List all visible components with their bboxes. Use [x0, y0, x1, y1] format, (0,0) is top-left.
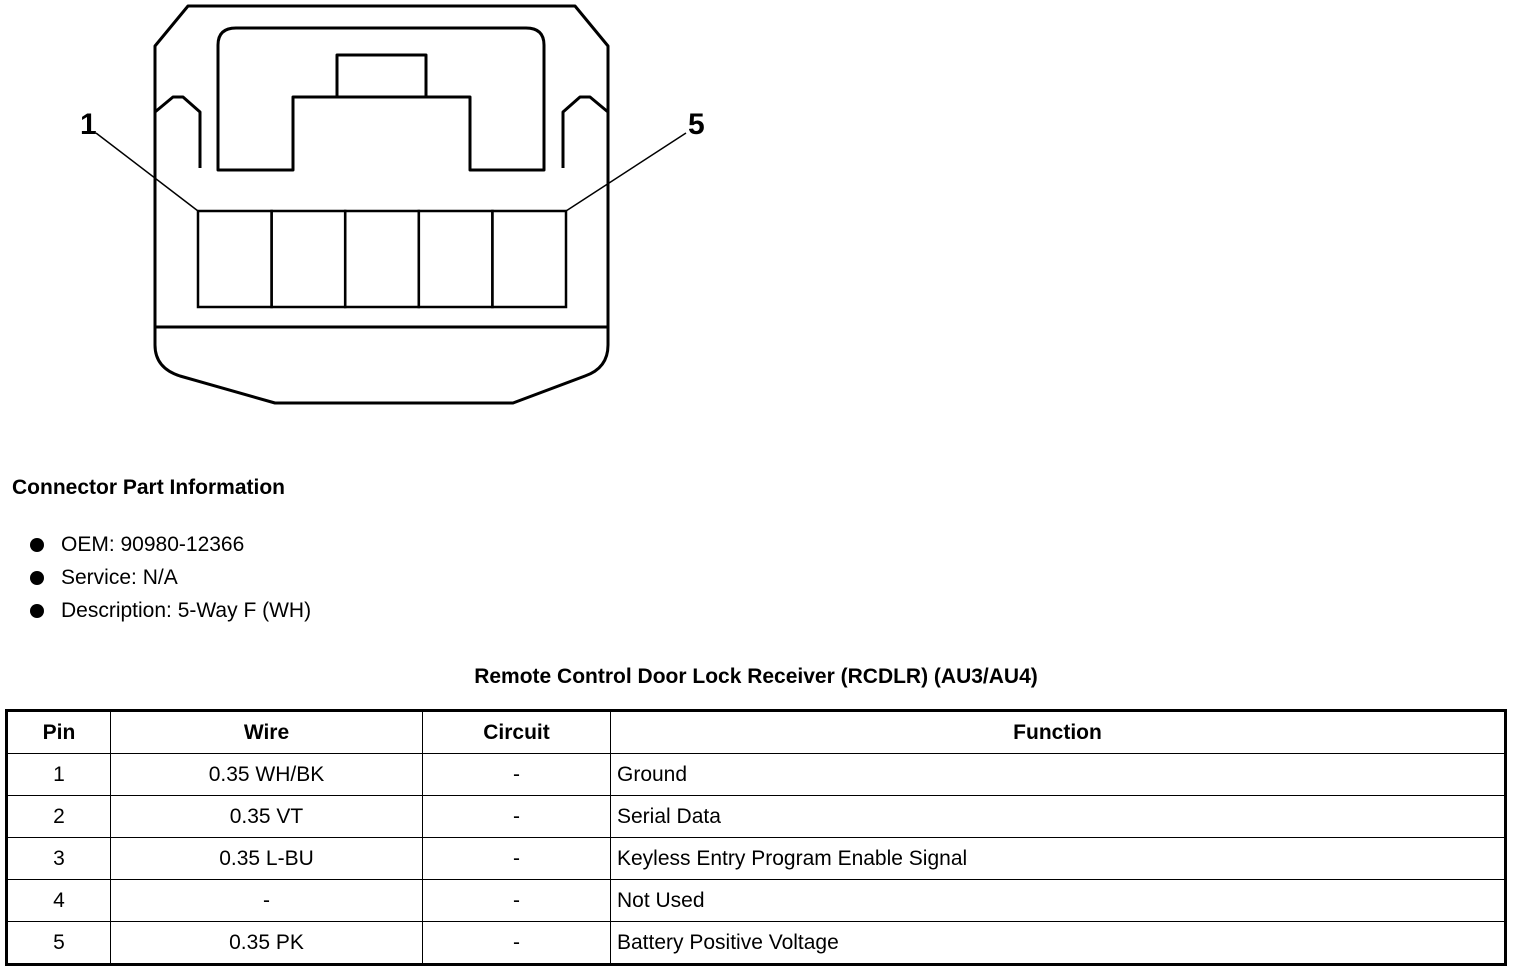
cell-circuit: - [422, 837, 611, 880]
cell-pin: 4 [6, 879, 111, 922]
callout-label-pin-1: 1 [80, 108, 97, 141]
bullet-dot-icon [30, 538, 44, 552]
table-row: 1 0.35 WH/BK - Ground [6, 753, 1506, 796]
header-circuit: Circuit [422, 710, 611, 754]
table-row: 3 0.35 L-BU - Keyless Entry Program Enab… [6, 837, 1506, 880]
cell-pin: 3 [6, 837, 111, 880]
part-info-oem: OEM: 90980-12366 [61, 533, 245, 556]
cell-wire: 0.35 VT [110, 795, 423, 838]
part-info-service: Service: N/A [61, 566, 178, 589]
cell-function: Battery Positive Voltage [610, 921, 1506, 965]
callout-label-pin-5: 5 [688, 108, 705, 141]
table-row: 4 - - Not Used [6, 879, 1506, 922]
cell-function: Not Used [610, 879, 1506, 922]
connector-face-diagram: 1 5 [80, 4, 705, 405]
cell-wire: 0.35 PK [110, 921, 423, 965]
cell-function: Ground [610, 753, 1506, 796]
table-header-row: Pin Wire Circuit Function [6, 710, 1506, 754]
bullet-dot-icon [30, 604, 44, 618]
lock-window-outline [216, 26, 546, 172]
cell-circuit: - [422, 753, 611, 796]
terminal-cavity-3 [343, 209, 421, 309]
cell-circuit: - [422, 795, 611, 838]
terminal-cavity-row [196, 209, 568, 309]
callout-leader-pin-1 [95, 132, 199, 212]
part-info-title: Connector Part Information [12, 476, 286, 499]
cell-circuit: - [422, 879, 611, 922]
bullet-dot-icon [30, 571, 44, 585]
part-info-item: OEM: 90980-12366 [28, 530, 311, 563]
table-caption: Remote Control Door Lock Receiver (RCDLR… [474, 665, 1038, 688]
cell-pin: 5 [6, 921, 111, 965]
cell-wire: - [110, 879, 423, 922]
header-wire: Wire [110, 710, 423, 754]
cell-circuit: - [422, 921, 611, 965]
callout-leader-pin-5 [565, 132, 687, 212]
part-info-item: Service: N/A [28, 563, 311, 596]
part-info-list: OEM: 90980-12366 Service: N/A Descriptio… [28, 530, 311, 629]
cell-wire: 0.35 WH/BK [110, 753, 423, 796]
terminal-cavity-2 [270, 209, 347, 309]
terminal-cavity-1 [196, 209, 273, 309]
part-info-item: Description: 5-Way F (WH) [28, 596, 311, 629]
table-row: 5 0.35 PK - Battery Positive Voltage [6, 921, 1506, 965]
header-function: Function [610, 710, 1506, 754]
terminal-cavity-5 [491, 209, 568, 309]
pinout-table: Pin Wire Circuit Function 1 0.35 WH/BK -… [5, 709, 1507, 966]
cell-pin: 1 [6, 753, 111, 796]
part-info-description: Description: 5-Way F (WH) [61, 599, 312, 622]
terminal-cavity-4 [417, 209, 494, 309]
connector-housing-outline [153, 4, 610, 405]
cell-wire: 0.35 L-BU [110, 837, 423, 880]
left-latch-guide [154, 95, 202, 168]
table-row: 2 0.35 VT - Serial Data [6, 795, 1506, 838]
cell-function: Serial Data [610, 795, 1506, 838]
cell-function: Keyless Entry Program Enable Signal [610, 837, 1506, 880]
lock-tab [335, 53, 428, 99]
cell-pin: 2 [6, 795, 111, 838]
right-latch-guide [561, 95, 609, 168]
header-pin: Pin [6, 710, 111, 754]
